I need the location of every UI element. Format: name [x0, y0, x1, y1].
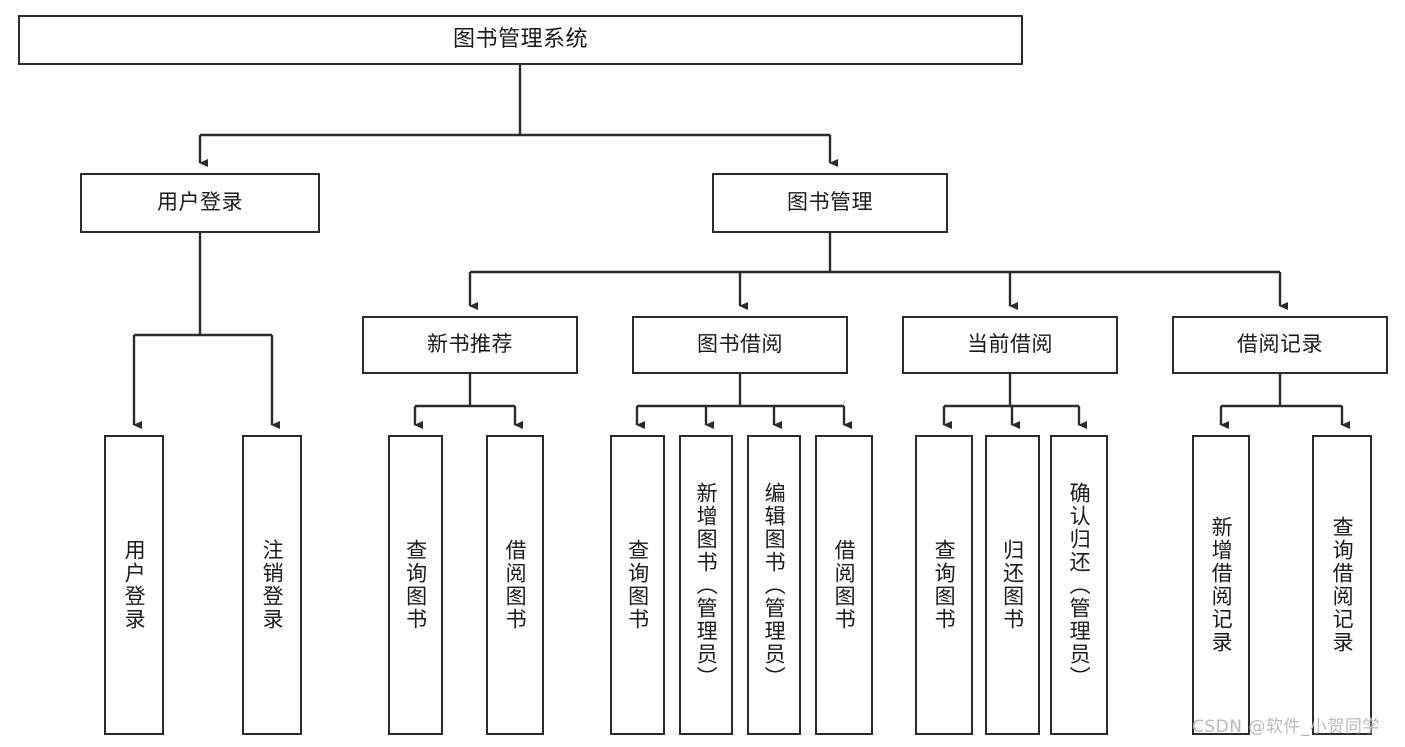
- node-user-login[interactable]: 用户登录: [80, 173, 320, 233]
- node-leaf-logout[interactable]: 注销登录: [242, 435, 302, 735]
- node-label: 图书借阅: [697, 332, 783, 357]
- node-label: 注销登录: [260, 539, 285, 631]
- node-leaf-return-book[interactable]: 归还图书: [985, 435, 1040, 735]
- node-book-borrow[interactable]: 图书借阅: [632, 316, 848, 374]
- node-leaf-query-record[interactable]: 查询借阅记录: [1312, 435, 1372, 735]
- node-label: 新书推荐: [427, 332, 513, 357]
- node-label: 查询借阅记录: [1330, 516, 1355, 654]
- node-borrow-record[interactable]: 借阅记录: [1172, 316, 1388, 374]
- node-leaf-add-record[interactable]: 新增借阅记录: [1192, 435, 1250, 735]
- node-current-borrow[interactable]: 当前借阅: [902, 316, 1118, 374]
- node-label: 查询图书: [403, 539, 428, 631]
- node-label: 借阅记录: [1237, 332, 1323, 357]
- node-label: 用户登录: [122, 539, 147, 631]
- node-label: 新增图书（管理员）: [694, 481, 719, 689]
- node-leaf-edit-book[interactable]: 编辑图书（管理员）: [747, 435, 801, 735]
- node-root[interactable]: 图书管理系统: [18, 15, 1023, 65]
- node-label: 新增借阅记录: [1209, 516, 1234, 654]
- node-label: 编辑图书（管理员）: [762, 481, 787, 689]
- node-label: 借阅图书: [503, 539, 528, 631]
- node-new-book-recommend[interactable]: 新书推荐: [362, 316, 578, 374]
- node-leaf-borrow-book-2[interactable]: 借阅图书: [815, 435, 873, 735]
- node-label: 确认归还（管理员）: [1067, 481, 1092, 689]
- node-label: 图书管理: [787, 190, 873, 215]
- node-leaf-add-book[interactable]: 新增图书（管理员）: [679, 435, 733, 735]
- node-label: 查询图书: [625, 539, 650, 631]
- node-leaf-query-book-3[interactable]: 查询图书: [915, 435, 973, 735]
- node-leaf-query-book-2[interactable]: 查询图书: [610, 435, 665, 735]
- node-book-manage[interactable]: 图书管理: [712, 173, 948, 233]
- node-label: 查询图书: [932, 539, 957, 631]
- watermark-label: CSDN @软件_小贺同学: [1192, 717, 1380, 737]
- node-label: 借阅图书: [832, 539, 857, 631]
- node-label: 图书管理系统: [452, 26, 588, 52]
- node-leaf-confirm-return[interactable]: 确认归还（管理员）: [1050, 435, 1108, 735]
- node-label: 当前借阅: [967, 332, 1053, 357]
- node-label: 用户登录: [157, 190, 243, 215]
- node-leaf-user-login[interactable]: 用户登录: [104, 435, 164, 735]
- node-label: 归还图书: [1000, 539, 1025, 631]
- node-leaf-query-book-1[interactable]: 查询图书: [388, 435, 443, 735]
- node-leaf-borrow-book-1[interactable]: 借阅图书: [486, 435, 544, 735]
